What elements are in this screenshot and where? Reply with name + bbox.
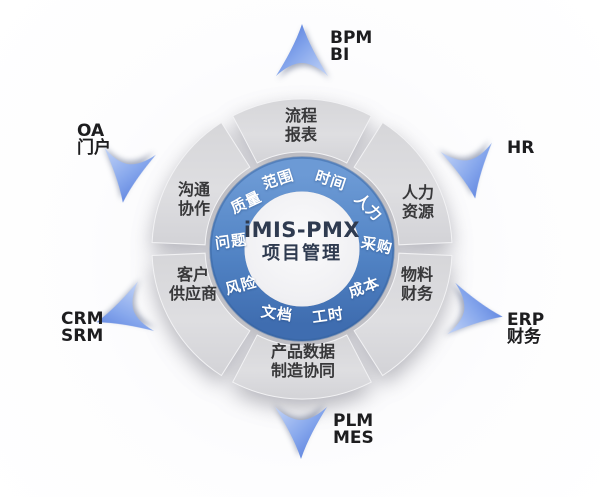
- external-label-erp: ERP 财务: [507, 312, 544, 346]
- external-label-line: 财务: [507, 327, 541, 347]
- outer-ring-segment-customer-supplier: [151, 252, 251, 377]
- outer-ring-segment-product-data: [232, 334, 372, 400]
- outer-ring-segment-human-resources: [353, 121, 453, 246]
- center-subtitle: 项目管理: [261, 243, 342, 264]
- outer-ring-label-line: 沟通: [177, 180, 211, 199]
- external-label-line: BI: [330, 45, 350, 65]
- external-label-plm-mes: PLM MES: [333, 413, 374, 447]
- external-label-crm-srm: CRM SRM: [61, 311, 103, 345]
- outer-ring-segment-materials-finance: [353, 252, 453, 377]
- outer-ring-label-line: 供应商: [168, 284, 218, 303]
- hub-rings: [151, 98, 453, 400]
- outer-ring-label-line: 物料: [400, 265, 434, 284]
- outer-ring-label-line: 财务: [400, 284, 434, 303]
- inner-ring-label-documents: 文档: [259, 302, 295, 325]
- center-title: iMIS-PMX: [243, 218, 361, 242]
- external-label-line: CRM: [61, 309, 104, 329]
- outer-ring-segment-communication: [151, 121, 251, 246]
- arrow-icon-plm-mes: [275, 407, 327, 459]
- center-circle: [244, 191, 360, 307]
- outer-ring-label-human-resources: 人力 资源: [402, 183, 434, 221]
- outer-ring-label-product-data: 产品数据 制造协同: [271, 342, 335, 380]
- inner-ring: [210, 157, 394, 341]
- external-label-line: PLM: [333, 411, 374, 431]
- outer-ring-segment-process-reports: [232, 98, 372, 164]
- center-label: iMIS-PMX 项目管理: [244, 218, 360, 265]
- outer-ring-label-line: 制造协同: [270, 361, 336, 380]
- external-label-hr: HR: [507, 140, 534, 157]
- outer-ring-label-line: 人力: [401, 183, 435, 202]
- outer-ring-label-line: 资源: [401, 202, 435, 221]
- external-label-line: OA: [77, 121, 105, 141]
- external-label-line: MES: [333, 428, 374, 448]
- external-label-line: ERP: [507, 310, 545, 330]
- external-label-oa: OA 门户: [77, 123, 111, 157]
- outer-ring-label-line: 流程: [284, 106, 318, 125]
- arrow-icon-bpm-bi: [276, 24, 328, 76]
- outer-ring-label-communication: 沟通 协作: [178, 180, 210, 218]
- outer-ring-label-materials-finance: 物料 财务: [401, 265, 433, 303]
- external-label-line: 门户: [77, 138, 111, 158]
- arrow-icon-hr: [440, 142, 501, 204]
- outer-ring-label-line: 产品数据: [270, 342, 336, 361]
- external-label-line: BPM: [330, 28, 373, 48]
- outer-ring-label-line: 报表: [284, 125, 318, 144]
- external-label-bpm-bi: BPM BI: [330, 30, 372, 64]
- outer-ring-label-process-reports: 流程 报表: [285, 106, 317, 144]
- inner-ring-label-hours: 工时: [310, 304, 346, 327]
- outer-ring-label-line: 协作: [177, 199, 211, 218]
- external-label-line: SRM: [61, 326, 104, 346]
- outer-ring-label-customer-supplier: 客户 供应商: [169, 265, 217, 303]
- arrow-icon-erp: [447, 282, 507, 343]
- external-label-line: HR: [507, 138, 535, 158]
- inner-ring-label-issues: 问题: [213, 230, 249, 253]
- outer-ring-label-line: 客户: [176, 265, 210, 284]
- inner-ring-outer-edge: [209, 156, 395, 342]
